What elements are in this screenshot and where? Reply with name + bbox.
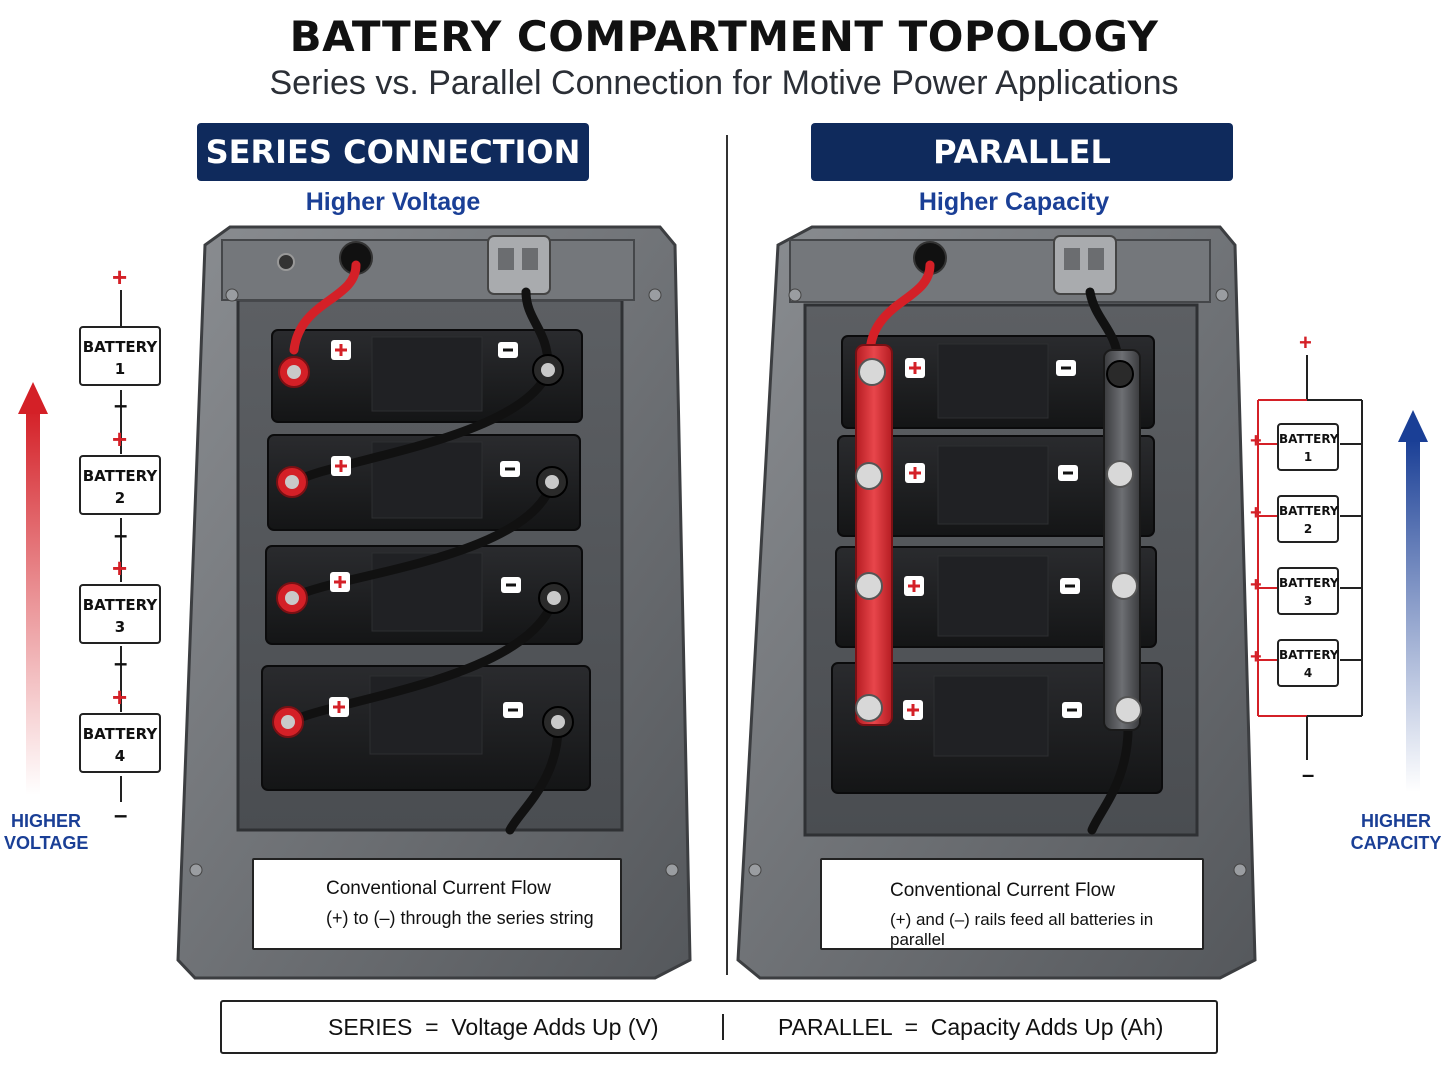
series-plus-2: + [112,424,128,454]
parallel-plus-1: + [1250,430,1262,452]
bolt-icon [189,863,203,877]
parallel-side-label: HIGHER CAPACITY [1348,810,1444,854]
series-plus-4: + [112,682,128,712]
footer-parallel-text: PARALLEL = Capacity Adds Up (Ah) [778,1014,1164,1040]
parallel-plus-3: + [1250,574,1262,596]
parallel-legend-title: Conventional Current Flow [890,880,1115,901]
minus-badge-icon [498,342,518,358]
footer-separator [722,1014,724,1040]
plus-badge-icon [903,700,923,720]
parallel-legend: Conventional Current Flow (+) and (–) ra… [820,858,1204,950]
bolt-icon [225,288,239,302]
minus-badge-icon [1060,578,1080,594]
series-legend-desc: (+) to (–) through the series string [326,908,594,928]
plus-badge-icon [330,572,350,592]
page-title: BATTERY COMPARTMENT TOPOLOGY [289,12,1159,61]
parallel-minus-main: – [1302,762,1315,787]
plus-badge-icon [904,576,924,596]
parallel-plus-main: + [1299,330,1312,355]
center-divider [726,135,728,975]
minus-badge-icon [503,702,523,718]
side-label-line: HIGHER [10,811,81,831]
footer-series-text: SERIES = Voltage Adds Up (V) [328,1014,659,1040]
up-arrow-icon [1398,410,1428,442]
series-terminals [272,354,574,738]
series-cables [285,260,563,835]
parallel-plus-2: + [1250,502,1262,524]
series-banner: SERIES CONNECTION [197,123,589,181]
minus-badge-icon [501,577,521,593]
series-minus-4: – [114,802,128,829]
parallel-subheading: Higher Capacity [918,188,1110,216]
parallel-battery-stack [831,335,1163,794]
plus-badge-icon [905,463,925,483]
bolt-icon [748,863,762,877]
side-label-line: HIGHER [1360,811,1431,831]
series-minus-3: – [114,650,128,677]
parallel-terminals [855,358,1142,724]
series-plus-3: + [112,553,128,583]
series-plus-1: + [112,262,128,292]
summary-footer: SERIES = Voltage Adds Up (V) PARALLEL = … [220,1000,1218,1054]
up-arrow-icon [18,382,48,414]
parallel-legend-desc: (+) and (–) rails feed all batteries in … [890,910,1154,949]
negative-bus-bar [1103,349,1141,731]
parallel-banner: PARALLEL CONNECTION [811,123,1233,229]
voltage-arrow-shaft [26,410,40,795]
series-legend-title: Conventional Current Flow [326,878,551,899]
plus-badge-icon [331,340,351,360]
series-side-label: HIGHER VOLTAGE [4,810,88,854]
connector-icon [487,235,551,295]
bolt-icon [1233,863,1247,877]
bolt-icon [788,288,802,302]
series-subheading: Higher Voltage [305,188,481,216]
parallel-plus-4: + [1250,646,1262,668]
minus-badge-icon [500,461,520,477]
minus-badge-icon [1062,702,1082,718]
connector-icon [1053,235,1117,295]
series-polarity-badges [329,340,523,718]
mount-bolt-icon [277,253,295,271]
parallel-schematic [1257,355,1363,760]
minus-badge-icon [1058,465,1078,481]
page-subtitle: Series vs. Parallel Connection for Motiv… [269,64,1179,102]
series-legend: Conventional Current Flow (+) to (–) thr… [252,858,622,950]
series-minus-1: – [114,392,128,419]
positive-bus-bar [855,344,893,726]
plus-badge-icon [331,456,351,476]
parallel-polarity-badges [903,358,1082,720]
series-minus-2: – [114,522,128,549]
plus-badge-icon [905,358,925,378]
capacity-arrow-shaft [1406,440,1420,792]
bolt-icon [1215,288,1229,302]
plus-badge-icon [329,697,349,717]
side-label-line: VOLTAGE [4,833,89,853]
minus-badge-icon [1056,360,1076,376]
bolt-icon [665,863,679,877]
side-label-line: CAPACITY [1350,833,1442,853]
bolt-icon [648,288,662,302]
